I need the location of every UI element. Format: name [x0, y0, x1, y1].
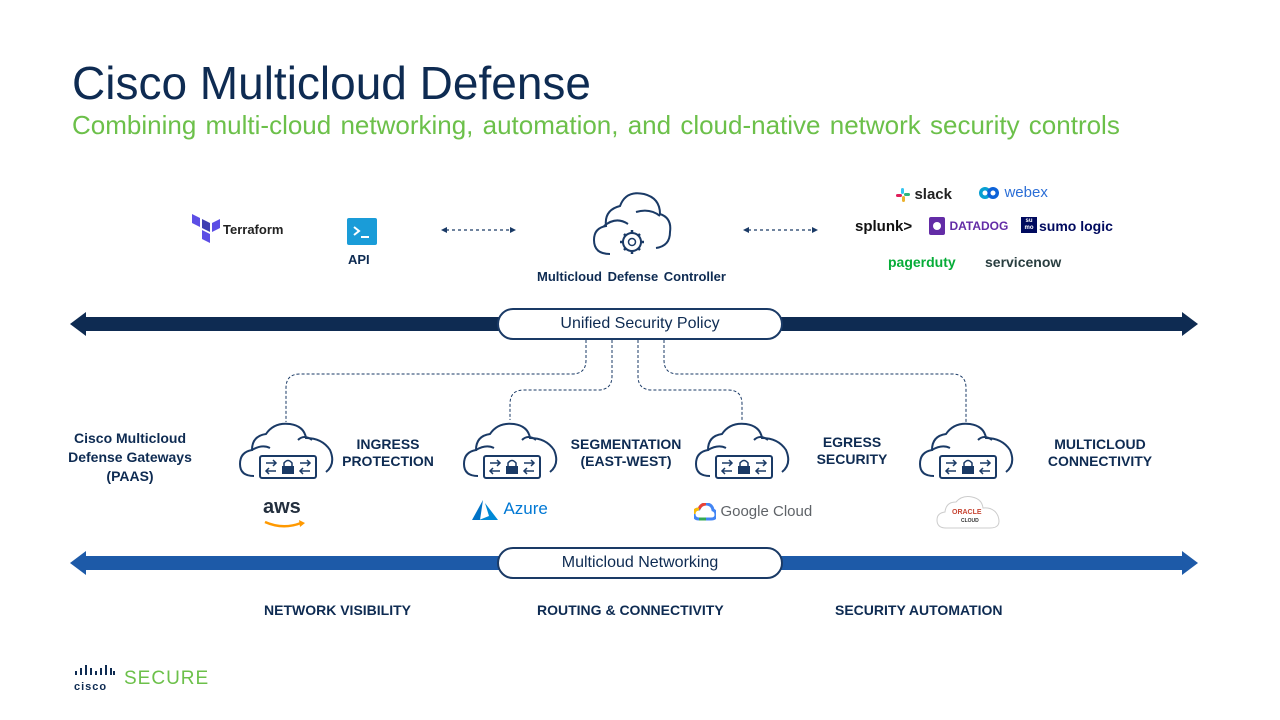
oracle-cloud-logo: ORACLE CLOUD: [936, 494, 1002, 535]
feature-line: SEGMENTATION: [570, 436, 682, 452]
webex-logo: webex: [978, 184, 1048, 202]
azure-icon: [472, 500, 498, 520]
aws-logo: aws: [263, 497, 307, 535]
oracle-cloud-sub: CLOUD: [961, 518, 979, 524]
bottom-label-visibility: NETWORK VISIBILITY: [264, 602, 411, 618]
pagerduty-label: pagerduty: [888, 254, 956, 270]
gateways-label: Cisco Multicloud Defense Gateways (PAAS): [50, 429, 210, 486]
feature-label-segmentation: SEGMENTATION (EAST-WEST): [564, 436, 688, 470]
azure-label: Azure: [503, 499, 548, 519]
aws-smile-icon: [264, 520, 305, 528]
feature-line: PROTECTION: [342, 453, 434, 469]
oracle-label: ORACLE: [952, 509, 982, 516]
oracle-cloud-icon: [936, 496, 1000, 529]
sumologic-icon: su mo: [1021, 217, 1037, 233]
terraform-icon: [192, 214, 220, 243]
controller-right-arrow-head-l: [743, 227, 749, 233]
google-cloud-label: Google Cloud: [720, 503, 813, 521]
controller-right-arrow-head-r: [812, 227, 818, 233]
gateways-label-line: (PAAS): [106, 468, 154, 484]
slack-logo: slack: [896, 186, 952, 204]
secure-label: SECURE: [124, 668, 210, 689]
azure-logo: Azure: [471, 499, 548, 521]
terraform-label: Terraform: [223, 222, 284, 237]
feature-label-multicloud: MULTICLOUD CONNECTIVITY: [1040, 436, 1160, 470]
feature-line: SECURITY: [816, 451, 888, 467]
google-cloud-icon: [692, 502, 718, 521]
sumologic-label: sumo logic: [1039, 218, 1113, 234]
google-cloud-logo: Google Cloud: [692, 502, 813, 521]
controller-cloud-icon: [592, 192, 672, 255]
networking-band-label: Multicloud Networking: [497, 547, 783, 579]
webex-label: webex: [1004, 184, 1048, 201]
servicenow-label: servicenow: [985, 254, 1062, 270]
controller-label: Multicloud Defense Controller: [537, 269, 726, 284]
bottom-label-routing: ROUTING & CONNECTIVITY: [537, 602, 724, 618]
connector-azure: [509, 340, 613, 420]
controller-left-arrow-head-l: [441, 227, 447, 233]
gateway-cloud-icon: [238, 420, 336, 485]
terraform-logo: [190, 212, 224, 251]
bottom-label-automation: SECURITY AUTOMATION: [835, 602, 1003, 618]
feature-line: CONNECTIVITY: [1047, 453, 1153, 469]
connector-aws: [285, 340, 587, 422]
policy-band-label: Unified Security Policy: [497, 308, 783, 340]
api-label: API: [348, 252, 370, 267]
feature-label-egress: EGRESS SECURITY: [806, 434, 898, 468]
cisco-logo: cisco: [74, 664, 116, 693]
connector-gcp: [637, 340, 743, 420]
cisco-bars-icon: [75, 665, 115, 675]
feature-line: INGRESS: [356, 436, 420, 452]
datadog-icon: [929, 217, 945, 235]
datadog-logo: DATADOG: [929, 217, 1008, 235]
slack-icon: [896, 187, 910, 202]
page-subtitle: Combining multi-cloud networking, automa…: [72, 110, 1120, 140]
feature-line: EGRESS: [822, 434, 882, 450]
api-icon: [347, 218, 377, 245]
gateways-label-line: Cisco Multicloud: [74, 430, 186, 446]
feature-line: MULTICLOUD: [1054, 436, 1146, 452]
cisco-label: cisco: [74, 681, 108, 693]
connector-oracle: [663, 340, 967, 422]
controller-left-arrow-head-r: [510, 227, 516, 233]
aws-label: aws: [263, 496, 301, 518]
gateways-label-line: Defense Gateways: [68, 449, 192, 465]
feature-label-ingress: INGRESS PROTECTION: [340, 436, 436, 470]
gateway-cloud-icon: [918, 420, 1016, 485]
datadog-label: DATADOG: [949, 219, 1009, 234]
webex-icon: [979, 186, 999, 199]
gateway-cloud-icon: [462, 420, 560, 485]
gateway-cloud-icon: [694, 420, 792, 485]
page-title: Cisco Multicloud Defense: [72, 57, 592, 109]
splunk-label: splunk>: [855, 218, 913, 235]
feature-line: (EAST-WEST): [580, 453, 672, 469]
slack-label: slack: [914, 186, 952, 203]
